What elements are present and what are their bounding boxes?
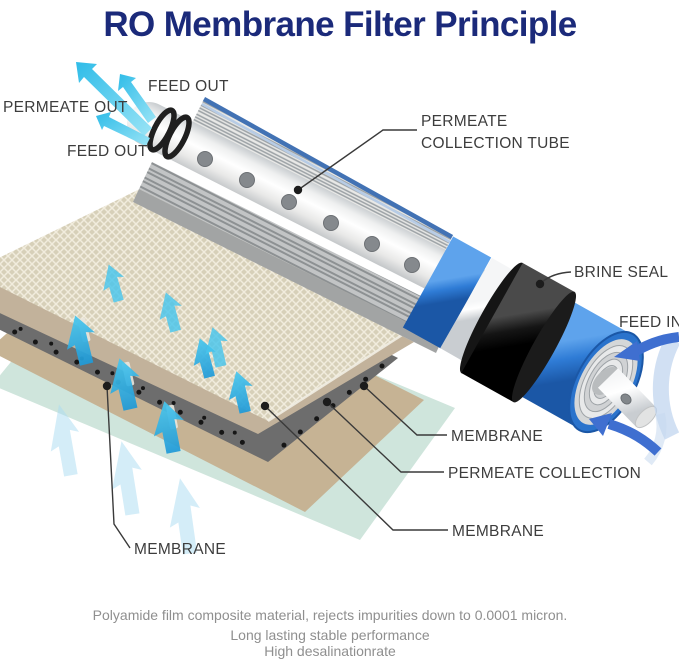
tube-o-ring-2 (162, 114, 192, 160)
label-membrane-bottom-left: MEMBRANE (134, 541, 226, 558)
feed-in-arrowhead-bottom (589, 413, 612, 436)
feed-in-arrow-bottom (607, 419, 662, 456)
feed-in-arrowhead-top (614, 341, 640, 361)
housing-blue-ring (402, 236, 492, 349)
collection-layer-dots-row3 (275, 363, 385, 453)
label-permeate-collection: PERMEATE COLLECTION (448, 465, 641, 482)
label-permeate-collection-tube-line1: PERMEATE (421, 113, 508, 130)
label-membrane-lower-right: MEMBRANE (452, 523, 544, 540)
permeate-out-arrows (76, 62, 156, 146)
leader-brine-seal (541, 271, 572, 283)
permeate-out-arrow (76, 62, 152, 136)
leader-membrane-upper-right (363, 385, 447, 436)
feed-spacer-mesh-layer (0, 184, 424, 421)
page-title: RO Membrane Filter Principle (103, 5, 576, 44)
feed-in-swoosh (652, 336, 679, 440)
label-permeate-collection-tube-line2: COLLECTION TUBE (421, 135, 570, 152)
feed-out-arrow-top (118, 74, 156, 123)
feed-in-swoosh-small (644, 412, 667, 466)
caption-line1: Polyamide film composite material, rejec… (93, 607, 568, 623)
brine-seal-ring (459, 262, 577, 403)
leader-lines (102, 129, 572, 549)
stub-hole (620, 393, 632, 405)
label-feed-out-left: FEED OUT (67, 143, 148, 160)
label-brine-seal: BRINE SEAL (574, 264, 668, 281)
label-feed-out-top: FEED OUT (148, 78, 229, 95)
caption-line3: High desalinationrate (264, 643, 396, 659)
center-tube-stub (592, 367, 658, 429)
label-permeate-out: PERMEATE OUT (3, 99, 128, 116)
leader-membrane-lower-right (264, 405, 448, 531)
collection-layer-dots-row1 (0, 322, 257, 451)
leader-permeate-collection (326, 401, 444, 473)
filter-housing (402, 236, 658, 434)
tube-perforation-holes (197, 151, 420, 273)
mesh-edge-curl-highlight (267, 319, 425, 423)
rolled-membrane-band-lower (133, 162, 455, 353)
feed-out-arrow-left (96, 112, 150, 146)
label-feed-in: FEED IN (619, 314, 679, 331)
leader-permeate-collection-tube (297, 129, 417, 191)
band-light-blue-stripe (201, 102, 451, 244)
label-membrane-upper-right: MEMBRANE (451, 428, 543, 445)
leader-membrane-bottom-left (106, 385, 131, 549)
permeate-collection-tube-graphic (127, 102, 500, 313)
feed-in-arrows (589, 332, 679, 466)
caption-line2: Long lasting stable performance (230, 627, 429, 643)
